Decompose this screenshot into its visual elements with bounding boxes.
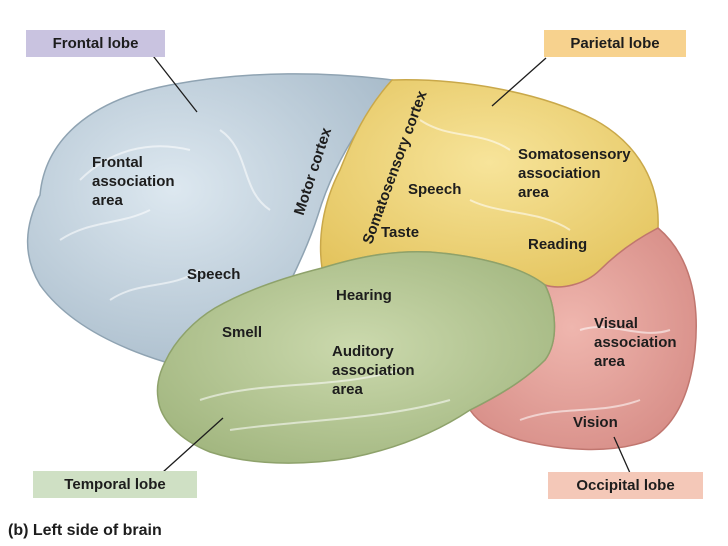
occipital-lobe-label: Occipital lobe (576, 477, 675, 494)
leader-lines (149, 51, 631, 474)
frontal-lobe-label: Frontal lobe (52, 35, 139, 52)
hearing-label: Hearing (336, 287, 392, 304)
figure-caption: (b) Left side of brain (8, 522, 162, 539)
parietal-lobe-box: Parietal lobe (544, 30, 686, 57)
frontal-lobe-box: Frontal lobe (26, 30, 165, 57)
temporal-lobe-label: Temporal lobe (64, 476, 166, 493)
frontal-association-label: Frontal association area (92, 154, 175, 209)
speech-parietal-label: Speech (408, 181, 462, 198)
reading-label: Reading (528, 236, 588, 253)
visual-association-label: Visual association area (594, 315, 677, 370)
frontal-lobe-region (26, 73, 394, 363)
temporal-lobe-region (156, 250, 556, 464)
parietal-lobe-label: Parietal lobe (570, 35, 660, 52)
taste-label: Taste (381, 224, 420, 241)
gyri-texture (59, 119, 671, 431)
occipital-lobe-region (468, 227, 697, 451)
smell-label: Smell (222, 324, 263, 341)
temporal-lobe-box: Temporal lobe (33, 471, 197, 498)
occipital-lobe-box: Occipital lobe (548, 472, 703, 499)
auditory-association-label: Auditory association area (332, 343, 415, 398)
vision-label: Vision (573, 414, 618, 431)
speech-frontal-label: Speech (187, 266, 241, 283)
somatosensory-association-label: Somatosensory association area (518, 146, 631, 201)
